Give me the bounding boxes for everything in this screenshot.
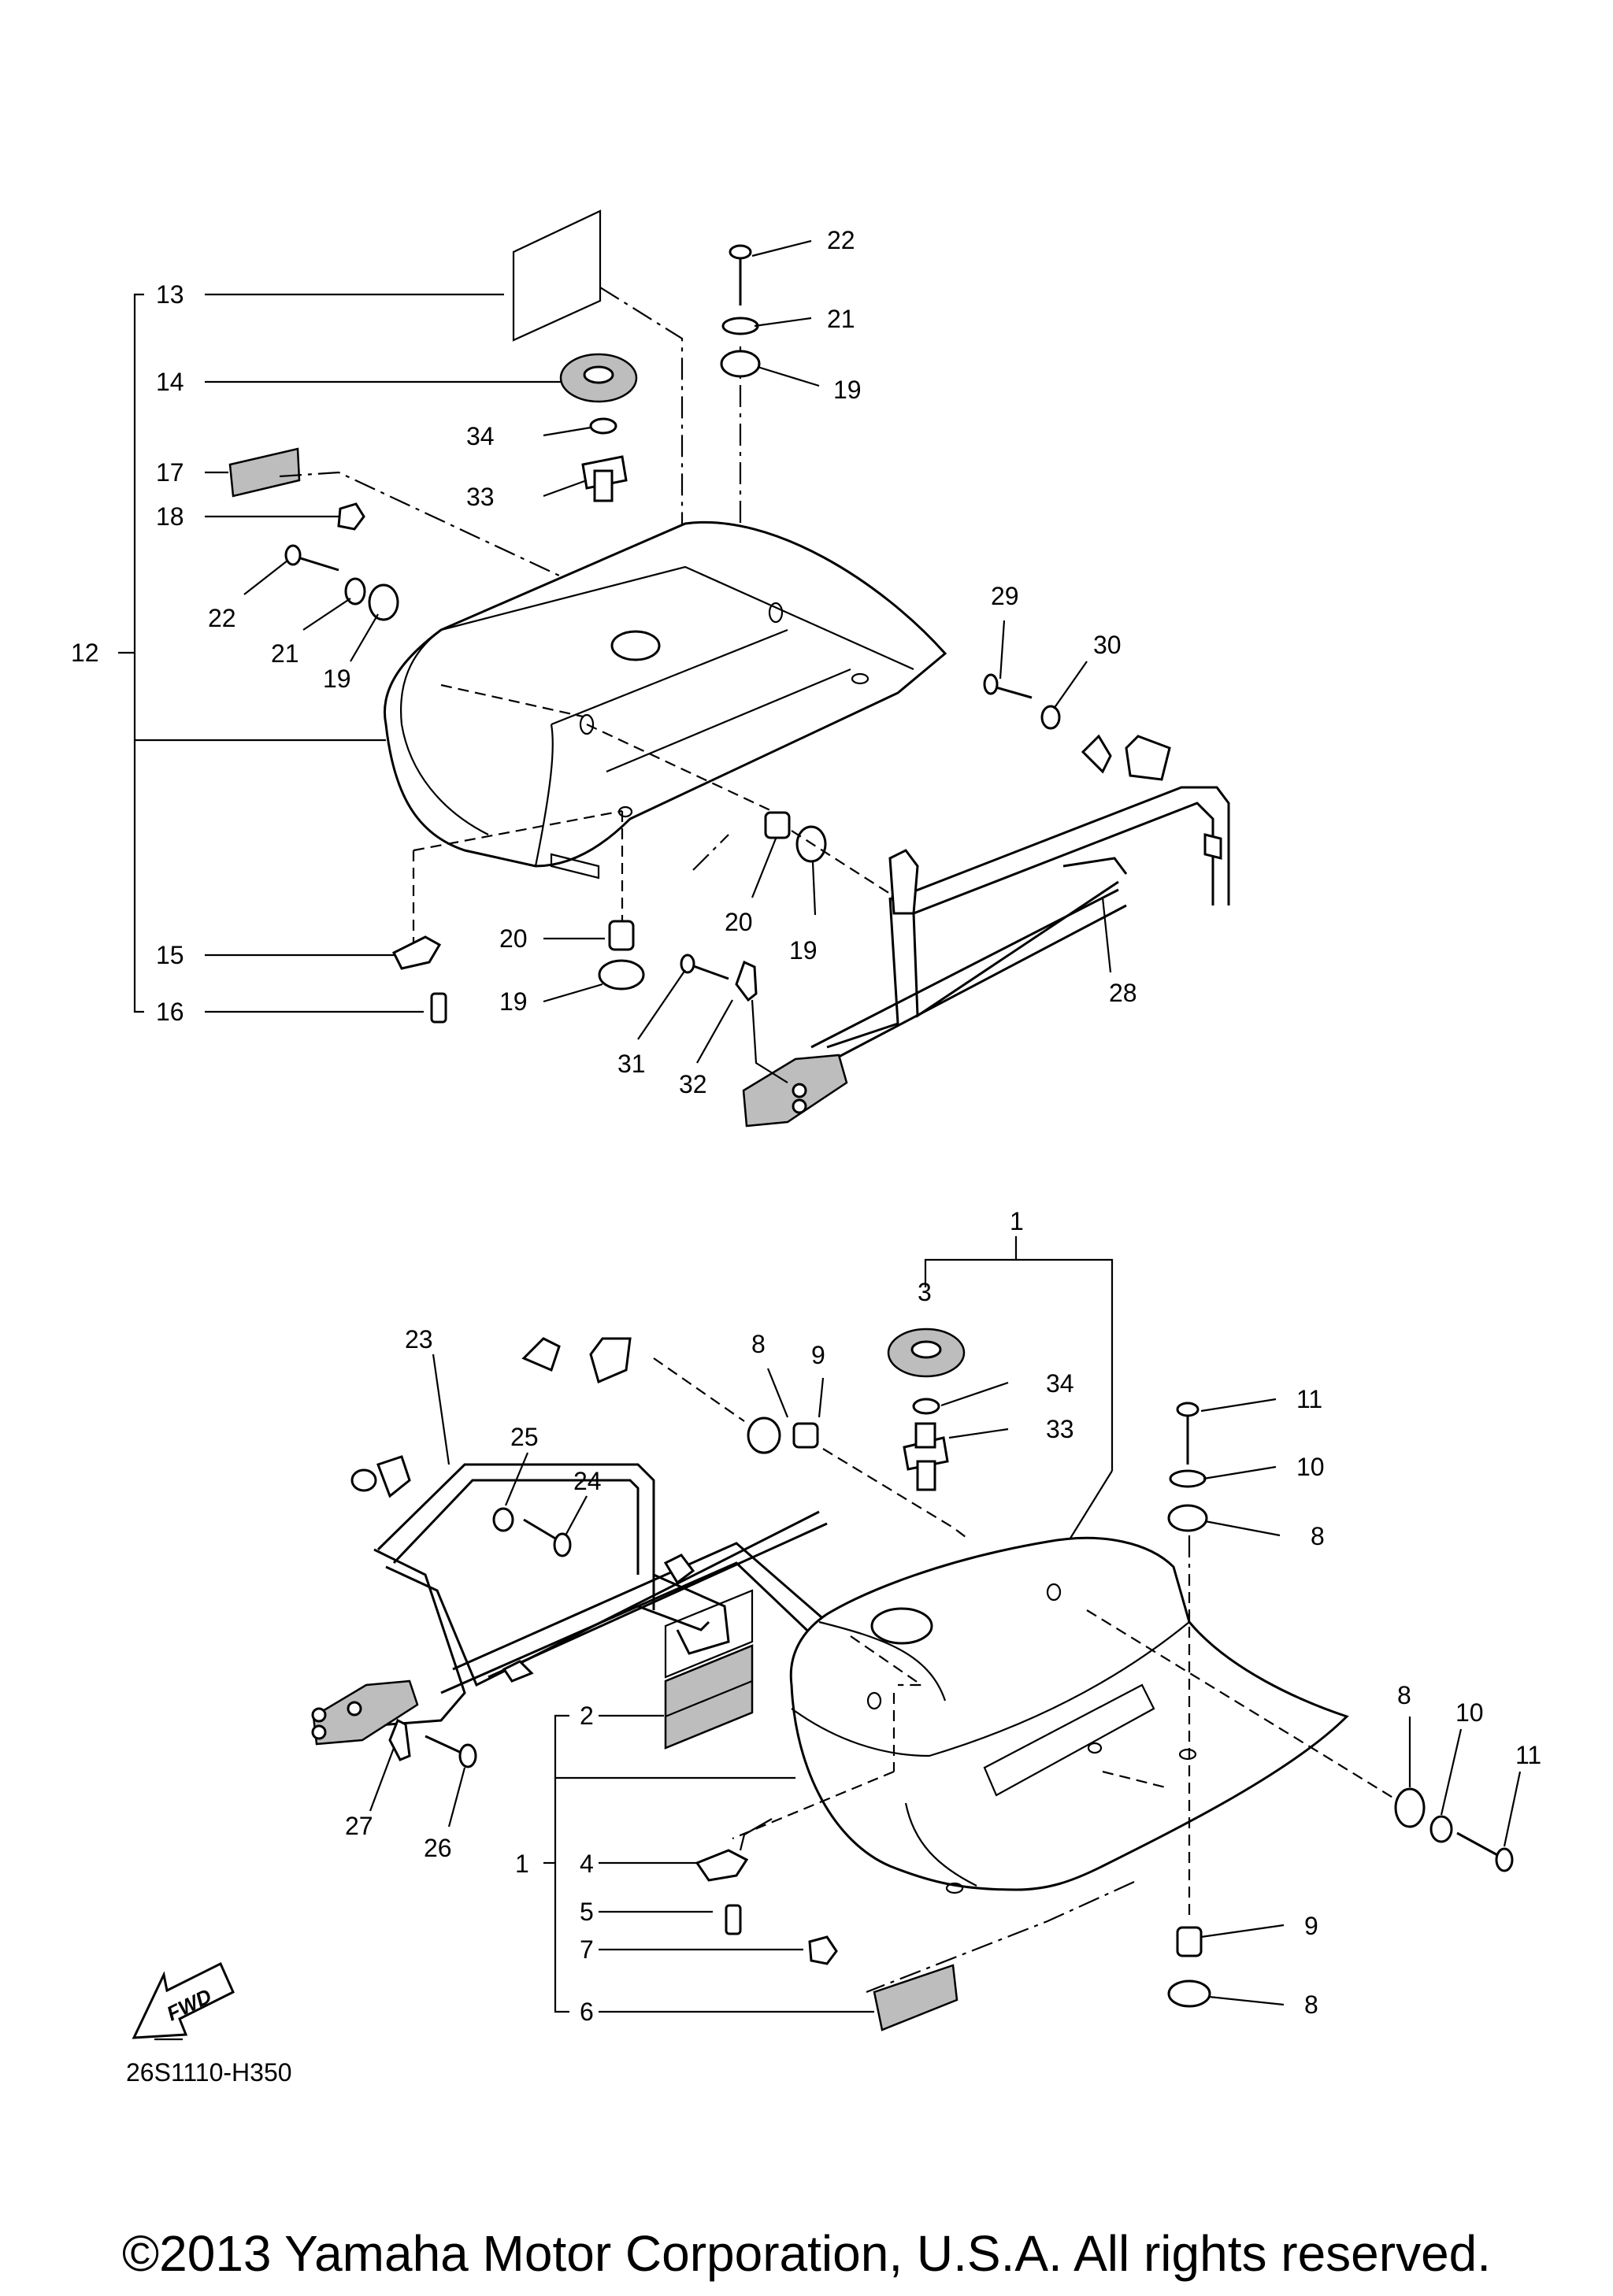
callout-19: 19: [789, 936, 818, 965]
washer-21-left: [344, 577, 366, 605]
callout-20: 20: [499, 924, 528, 953]
spacer-20-side: [764, 811, 791, 839]
callout-11: 11: [1515, 1741, 1541, 1769]
callout-15: 15: [156, 941, 184, 969]
callout-7: 7: [580, 1935, 594, 1964]
washer-10-top: [1169, 1469, 1207, 1488]
oring-34: [589, 417, 617, 435]
screw-22-top: [729, 244, 752, 306]
nut-18: [337, 502, 365, 531]
spacer-9-upper: [792, 1422, 819, 1449]
spacer-20-bottom: [608, 920, 635, 951]
bracket-frame-23: [311, 1337, 828, 1746]
fwd-arrow-icon: FWD: [132, 1961, 235, 2041]
callout-22: 22: [827, 226, 855, 254]
grommet-8-bottom: [1167, 1979, 1211, 2008]
decal-2: [664, 1589, 754, 1750]
bolt-16: [430, 992, 447, 1024]
callout-11: 11: [1296, 1385, 1322, 1413]
callout-18: 18: [156, 502, 184, 531]
callout-6: 6: [580, 1998, 594, 2026]
callout-19: 19: [833, 376, 862, 404]
spacer-9-bottom: [1176, 1926, 1203, 1957]
callout-12: 12: [71, 639, 99, 667]
callout-8: 8: [1397, 1681, 1411, 1709]
callout-33: 33: [466, 483, 495, 511]
callout-20: 20: [725, 908, 753, 936]
saddlebag-left: [384, 521, 947, 880]
decal-13: [512, 209, 602, 342]
callout-8: 8: [751, 1330, 766, 1358]
washer-21-top: [721, 317, 759, 335]
grommet-19-top: [720, 350, 761, 378]
saddlebag-right: [789, 1536, 1349, 1894]
bracket-4: [695, 1849, 749, 1882]
callout-13: 13: [156, 280, 184, 309]
callout-28: 28: [1109, 979, 1137, 1007]
reflector-6: [873, 1964, 959, 2031]
callout-14: 14: [156, 368, 184, 396]
callout-8: 8: [1311, 1522, 1325, 1550]
callout-33: 33: [1046, 1415, 1074, 1443]
bolt-26: [425, 1735, 465, 1756]
callout-21: 21: [827, 305, 855, 333]
callout-23: 23: [405, 1325, 433, 1354]
callout-1: 1: [515, 1850, 529, 1878]
washer-25: [492, 1507, 514, 1532]
callout-32: 32: [679, 1070, 707, 1098]
callout-34: 34: [1046, 1369, 1074, 1398]
bracket-32: [735, 960, 758, 1002]
callout-22: 22: [208, 604, 236, 632]
callout-4: 4: [580, 1850, 594, 1878]
bolt-24: [523, 1518, 562, 1543]
bolt-11-side: [1456, 1831, 1501, 1858]
callout-31: 31: [617, 1050, 646, 1078]
callout-9: 9: [811, 1341, 825, 1369]
callout-26: 26: [424, 1834, 452, 1862]
callout-34: 34: [466, 422, 495, 450]
callout-9: 9: [1304, 1912, 1318, 1940]
callout-10: 10: [1455, 1698, 1484, 1727]
callout-5: 5: [580, 1898, 594, 1926]
right-saddlebag-assembly: [311, 1236, 1522, 2031]
callout-3: 3: [918, 1278, 932, 1306]
callout-21: 21: [271, 639, 299, 668]
callout-10: 10: [1296, 1453, 1325, 1481]
callout-16: 16: [156, 998, 184, 1026]
grommet-19-bottom: [598, 959, 645, 991]
callout-1: 1: [1010, 1207, 1024, 1235]
reflector-17: [228, 447, 301, 498]
left-saddlebag-assembly: [118, 209, 1230, 1128]
callout-30: 30: [1093, 631, 1122, 659]
callout-25: 25: [510, 1423, 539, 1451]
bolt-5: [725, 1904, 742, 1935]
grommet-8-top: [1167, 1504, 1208, 1532]
bracket-27: [388, 1718, 411, 1761]
callout-29: 29: [991, 582, 1019, 610]
oring-34b: [912, 1398, 940, 1415]
bracket-frame-28: [742, 734, 1230, 1128]
callout-8: 8: [1304, 1990, 1318, 2019]
bracket-15: [391, 935, 442, 970]
grommet-8-upper: [747, 1416, 781, 1454]
grommet-8-side: [1394, 1787, 1426, 1828]
washer-10-side: [1429, 1815, 1453, 1843]
nut-7: [808, 1935, 838, 1965]
washer-30: [1040, 705, 1061, 730]
diagram-code: 26S1110-H350: [126, 2058, 292, 2087]
callout-17: 17: [156, 458, 184, 487]
callout-19: 19: [323, 665, 351, 693]
callout-19: 19: [499, 987, 528, 1016]
callout-2: 2: [580, 1702, 594, 1730]
bolt-31: [688, 963, 729, 980]
callout-24: 24: [573, 1467, 602, 1495]
copyright-notice: ©2013 Yamaha Motor Corporation, U.S.A. A…: [121, 2225, 1492, 2282]
grommet-19-left: [368, 583, 399, 621]
callout-numbers: 22 21 19 13 14 34 17 33 18 22 21 19 12 2…: [71, 226, 1541, 2026]
callout-27: 27: [345, 1812, 373, 1840]
